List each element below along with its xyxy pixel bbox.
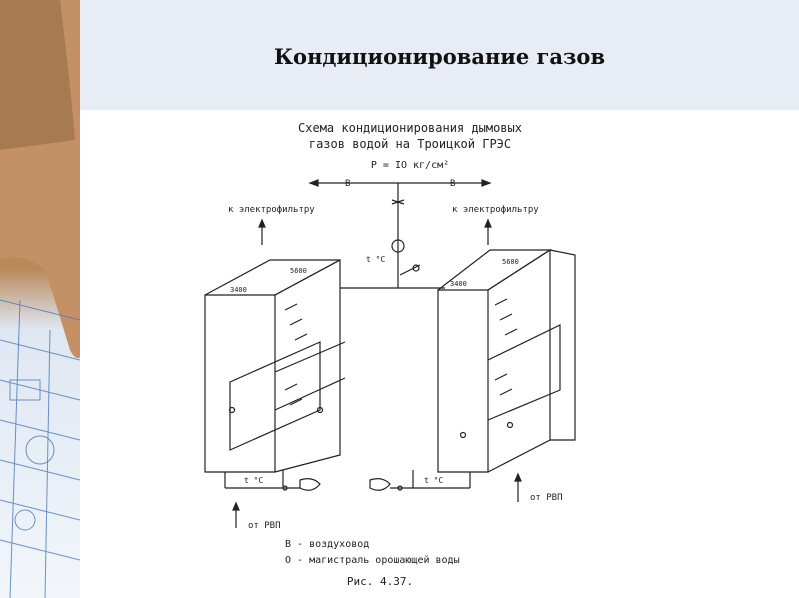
dim-left-side: 3400 [230, 286, 247, 294]
hand-blueprint-image [0, 0, 80, 598]
right-electrofilter-unit [437, 248, 576, 473]
from-rvp-arrows [232, 472, 522, 528]
scheme-heading-line1: Схема кондиционирования дымовых [298, 121, 522, 135]
slide-title: Кондиционирование газов [273, 44, 606, 69]
background-photo-hand [0, 0, 80, 598]
top-air-duct [308, 179, 492, 289]
from-rvp-right: от РВП [530, 493, 563, 503]
scheme-svg: Схема кондиционирования дымовых газов во… [204, 121, 576, 588]
to-filter-left: к электрофильтру [228, 205, 315, 215]
left-electrofilter-unit [204, 258, 346, 473]
up-arrows [258, 218, 492, 245]
bottom-water-main [224, 470, 471, 491]
temp-bottom-right: t °C [424, 476, 443, 485]
from-rvp-left: от РВП [248, 521, 281, 531]
dim-right-top: 5600 [502, 258, 519, 266]
scheme-heading-line2: газов водой на Троицкой ГРЭС [309, 137, 511, 151]
scheme-diagram: Схема кондиционирования дымовых газов во… [180, 110, 630, 598]
temp-top-label: t °C [366, 255, 385, 264]
pressure-label: P = IO кг/см² [371, 160, 449, 171]
legend-o: O - магистраль орошающей воды [285, 554, 460, 566]
figure-caption: Рис. 4.37. [347, 575, 413, 588]
dim-left-top: 5600 [290, 267, 307, 275]
header-band [80, 0, 799, 110]
temp-bottom-left: t °C [244, 476, 263, 485]
to-filter-right: к электрофильтру [452, 205, 539, 215]
air-label-left: B [345, 179, 350, 189]
dim-right-side: 3400 [450, 280, 467, 288]
legend-b: B - воздуховод [285, 539, 369, 550]
air-label-right: B [450, 179, 455, 189]
